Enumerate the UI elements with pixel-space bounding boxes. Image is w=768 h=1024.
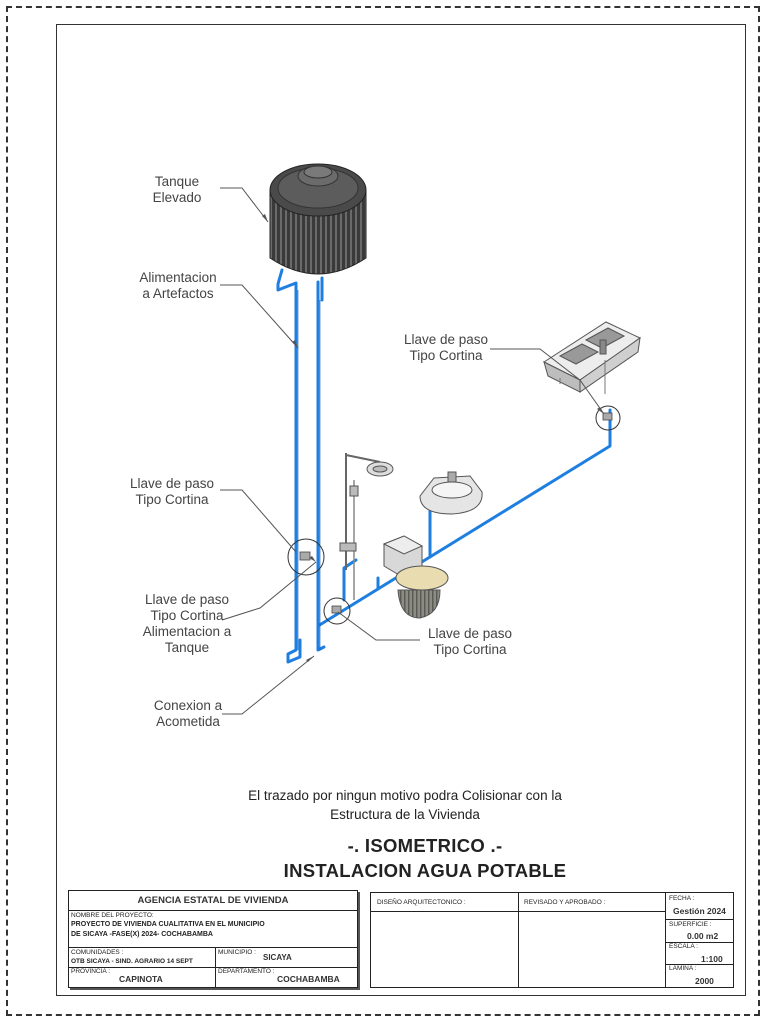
- fecha-label: FECHA :: [669, 895, 695, 902]
- fecha-divider: [665, 919, 733, 920]
- escala-value: 1:100: [701, 954, 723, 964]
- valve-symbols: [299, 412, 613, 614]
- diseno-label: DISEÑO ARQUITECTONICO :: [377, 899, 466, 906]
- departamento-label: DEPARTAMENTO :: [218, 968, 275, 975]
- washbasin: [419, 471, 483, 515]
- leader-arrowheads: [262, 214, 604, 662]
- comunidades-value: OTB SICAYA - SIND. AGRARIO 14 SEPT: [71, 958, 193, 965]
- title-block-left: AGENCIA ESTATAL DE VIVIENDA NOMBRE DEL P…: [68, 890, 358, 988]
- leader-lines: [220, 187, 605, 715]
- lamina-value: 2000: [695, 976, 714, 986]
- title-isometrico: -. ISOMETRICO .-: [347, 835, 503, 856]
- project-line2: DE SICAYA -FASE(X) 2024- COCHABAMBA: [71, 931, 213, 938]
- pipe-highlight: [297, 290, 321, 650]
- municipio-label: MUNICIPIO :: [218, 949, 256, 956]
- row-divider-1: [69, 947, 357, 948]
- drawing-frame: [56, 24, 746, 996]
- revisado-col-divider: [665, 893, 666, 987]
- title-block-right: DISEÑO ARQUITECTONICO : REVISADO Y APROB…: [370, 892, 734, 988]
- provincia-value: CAPINOTA: [119, 974, 163, 984]
- valve-markers: [287, 405, 621, 625]
- superficie-value: 0.00 m2: [687, 931, 719, 941]
- lamina-label: LAMINA :: [669, 965, 697, 972]
- fecha-value: Gestión 2024: [673, 906, 726, 916]
- water-tank: [269, 163, 367, 275]
- escala-divider: [665, 964, 733, 965]
- project-label: NOMBRE DEL PROYECTO:: [71, 912, 154, 919]
- row-divider-2: [69, 967, 357, 968]
- shower: [339, 453, 394, 600]
- municipio-value: SICAYA: [263, 953, 292, 962]
- pipes: [276, 268, 612, 664]
- comunidades-label: COMUNIDADES :: [71, 949, 124, 956]
- agency-name: AGENCIA ESTATAL DE VIVIENDA: [69, 891, 357, 911]
- escala-label: ESCALA :: [669, 943, 698, 950]
- provincia-label: PROVINCIA :: [71, 968, 111, 975]
- revisado-label: REVISADO Y APROBADO :: [524, 899, 606, 906]
- sheet-dashed-border: [6, 6, 760, 1016]
- superficie-label: SUPERFICIE :: [669, 921, 712, 928]
- note-text: El trazado por ningun motivo podra Colis…: [248, 788, 562, 822]
- superficie-divider: [665, 942, 733, 943]
- project-line1: PROYECTO DE VIVIENDA CUALITATIVA EN EL M…: [71, 921, 265, 928]
- toilet: [382, 535, 449, 619]
- diseno-col-divider: [518, 893, 519, 987]
- kitchen-sink: [542, 321, 641, 394]
- departamento-value: COCHABAMBA: [277, 974, 340, 984]
- title-instalacion: INSTALACION AGUA POTABLE: [283, 860, 567, 881]
